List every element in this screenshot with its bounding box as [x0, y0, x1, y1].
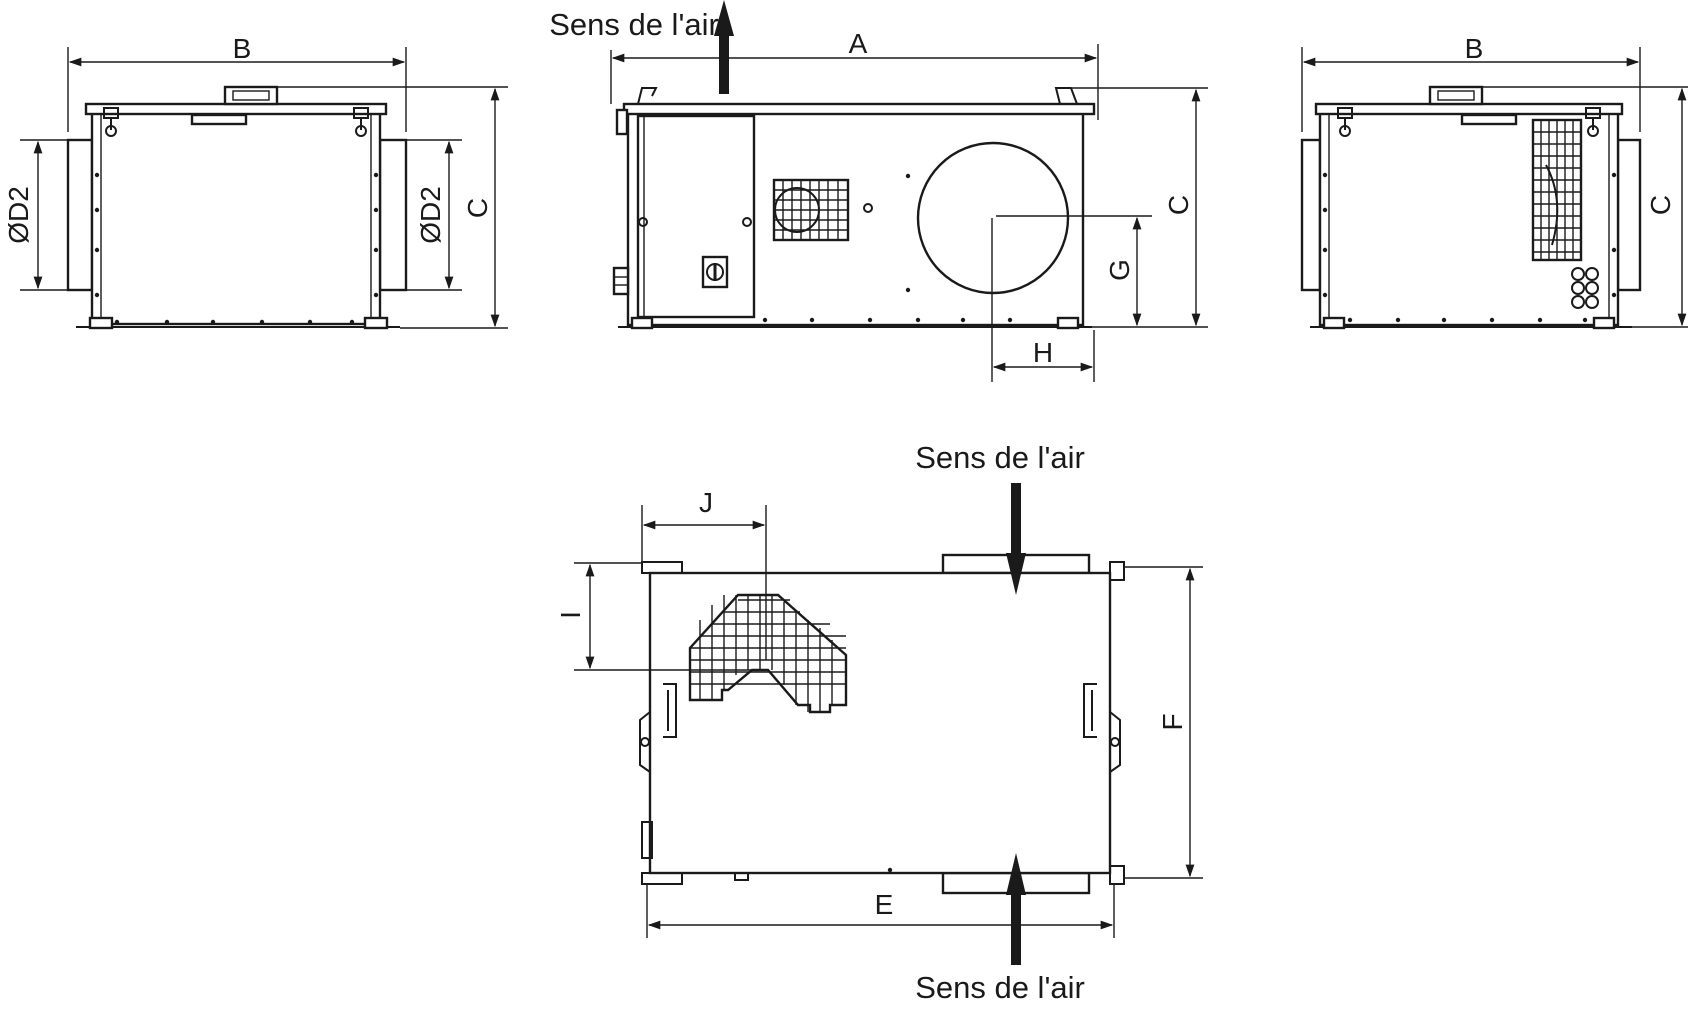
top-view: Sens de l'air Sens de l'air J I F E [555, 440, 1203, 1005]
side-outlet-offset-label: H [1033, 337, 1053, 368]
front-view: B ØD2 ØD2 C [3, 33, 508, 330]
front-duct-left-label: ØD2 [3, 186, 34, 244]
switch-icon [701, 255, 729, 289]
side-height-label: C [1163, 195, 1194, 215]
top-length-label: E [875, 889, 894, 920]
top-airflow-in-label: Sens de l'air [915, 440, 1085, 475]
top-width-label: F [1157, 713, 1188, 730]
side-view: Sens de l'air [549, 0, 1208, 382]
top-airflow-out-label: Sens de l'air [915, 970, 1085, 1005]
rear-height-label: C [1645, 195, 1676, 215]
cable-gland-icon [1571, 267, 1599, 309]
front-screws [94, 172, 379, 325]
top-grille-depth-label: I [555, 611, 586, 619]
grille-icon [688, 593, 848, 714]
side-screws [762, 173, 1013, 323]
side-length-label: A [849, 28, 868, 59]
rear-width-label: B [1465, 33, 1484, 64]
arrow-up-icon [1006, 853, 1026, 965]
rear-screws [1322, 172, 1617, 323]
arrow-down-icon [1006, 483, 1026, 595]
side-outlet-height-label: G [1104, 259, 1135, 281]
front-height-label: C [462, 198, 493, 218]
top-grille-offset-label: J [699, 487, 713, 518]
front-width-label: B [233, 33, 252, 64]
front-duct-right-label: ØD2 [415, 186, 446, 244]
side-airflow-label: Sens de l'air [549, 7, 719, 42]
cable-gland-icon [612, 108, 630, 296]
fan-grille-icon [772, 178, 850, 242]
grille-icon [1531, 118, 1583, 262]
rear-view: B C [1300, 33, 1688, 330]
